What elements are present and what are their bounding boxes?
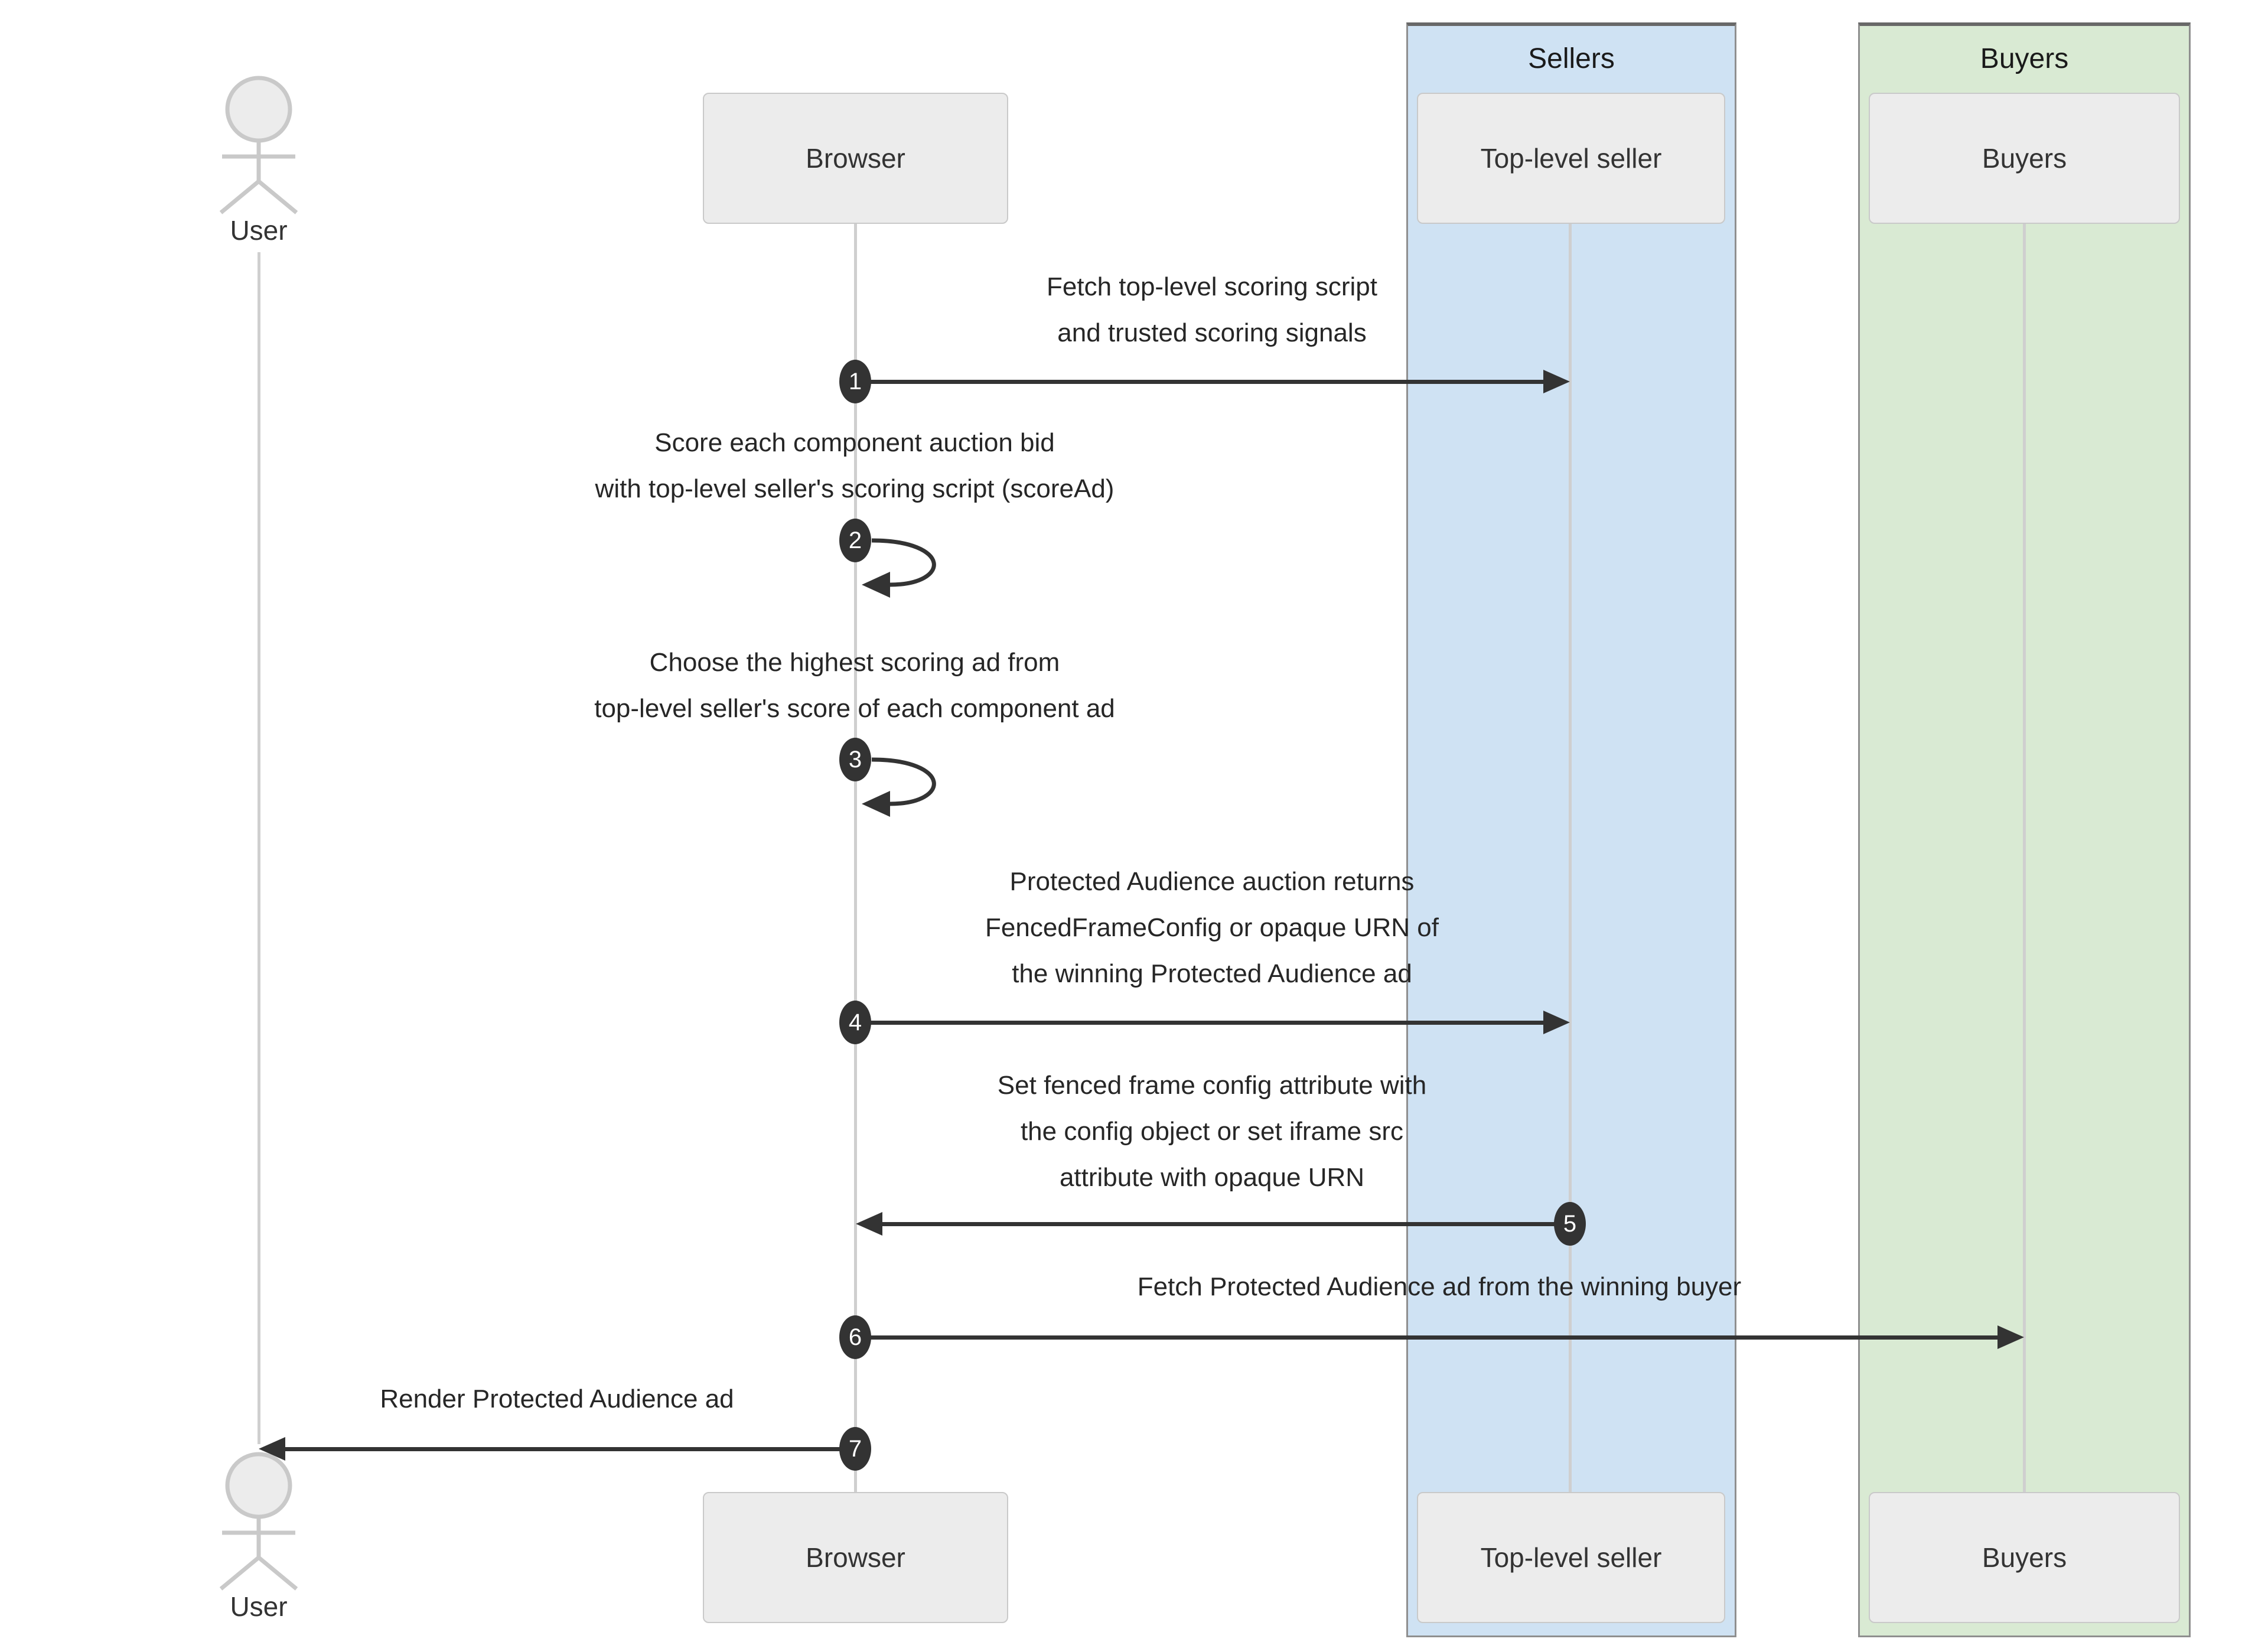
browser-participant-box-bottom: Browser	[703, 1492, 1008, 1623]
message-3-text: Choose the highest scoring ad from top-l…	[594, 640, 1115, 732]
buyers-lifeline	[2023, 224, 2026, 1492]
message-1-arrow	[855, 380, 1544, 384]
buyers-group-label: Buyers	[1980, 43, 2069, 74]
message-1-text: Fetch top-level scoring script and trust…	[1047, 264, 1377, 356]
sequence-number-badge: 2	[839, 519, 871, 562]
top-level-seller-participant-label: Top-level seller	[1480, 143, 1662, 174]
top-level-seller-participant-label: Top-level seller	[1480, 1542, 1662, 1573]
top-level-seller-participant-box-bottom: Top-level seller	[1417, 1492, 1725, 1623]
arrowhead-left-icon	[259, 1437, 285, 1461]
sequence-number-badge: 3	[839, 738, 871, 781]
message-2-text: Score each component auction bid with to…	[595, 420, 1115, 512]
message-line: Choose the highest scoring ad from	[649, 648, 1060, 677]
message-line: top-level seller's score of each compone…	[594, 694, 1115, 723]
message-line: and trusted scoring signals	[1057, 318, 1367, 347]
browser-participant-box-top: Browser	[703, 93, 1008, 224]
message-line: Fetch top-level scoring script	[1047, 272, 1377, 301]
arrowhead-right-icon	[1997, 1325, 2024, 1349]
top-level-seller-participant-box-top: Top-level seller	[1417, 93, 1725, 224]
user-actor-icon-bottom	[219, 1452, 298, 1591]
top-level-seller-lifeline	[1569, 224, 1572, 1492]
message-line: Fetch Protected Audience ad from the win…	[1137, 1272, 1742, 1301]
user-actor-icon	[219, 76, 298, 214]
user-actor-label-bottom: User	[230, 1591, 288, 1622]
buyers-participant-box-top: Buyers	[1869, 93, 2180, 224]
message-line: with top-level seller's scoring script (…	[595, 474, 1115, 503]
browser-participant-label: Browser	[806, 1542, 905, 1573]
user-actor-label-top: User	[230, 215, 288, 246]
message-5-text: Set fenced frame config attribute with t…	[998, 1063, 1426, 1201]
sequence-number-badge: 5	[1554, 1202, 1586, 1246]
arrowhead-left-icon	[856, 1212, 882, 1236]
message-4-arrow	[855, 1021, 1544, 1025]
message-line: the winning Protected Audience ad	[1012, 959, 1412, 988]
sequence-number-badge: 4	[839, 1001, 871, 1044]
browser-participant-label: Browser	[806, 143, 905, 174]
sellers-group-label: Sellers	[1528, 43, 1615, 74]
sequence-number-badge: 1	[839, 360, 871, 403]
message-6-text: Fetch Protected Audience ad from the win…	[1138, 1264, 1741, 1310]
browser-lifeline	[854, 224, 857, 1492]
buyers-participant-label: Buyers	[1982, 143, 2067, 174]
message-line: Set fenced frame config attribute with	[997, 1071, 1427, 1100]
sequence-number-badge: 7	[839, 1427, 871, 1471]
message-line: the config object or set iframe src	[1020, 1117, 1404, 1146]
message-6-arrow	[855, 1335, 1998, 1340]
arrowhead-right-icon	[1543, 1011, 1570, 1034]
buyers-participant-label: Buyers	[1982, 1542, 2067, 1573]
message-line: Render Protected Audience ad	[380, 1384, 734, 1413]
user-lifeline	[258, 252, 260, 1444]
message-4-text: Protected Audience auction returns Fence…	[985, 859, 1439, 997]
message-2-self-loop-arrow	[862, 538, 936, 598]
message-7-arrow	[283, 1447, 855, 1451]
buyers-participant-box-bottom: Buyers	[1869, 1492, 2180, 1623]
sequence-number-badge: 6	[839, 1315, 871, 1359]
message-line: FencedFrameConfig or opaque URN of	[985, 913, 1439, 942]
message-3-self-loop-arrow	[862, 757, 936, 817]
message-line: Protected Audience auction returns	[1009, 867, 1415, 896]
arrowhead-right-icon	[1543, 370, 1570, 393]
message-line: attribute with opaque URN	[1059, 1163, 1365, 1192]
message-line: Score each component auction bid	[654, 428, 1055, 457]
message-7-text: Render Protected Audience ad	[380, 1376, 734, 1422]
message-5-arrow	[880, 1222, 1570, 1226]
